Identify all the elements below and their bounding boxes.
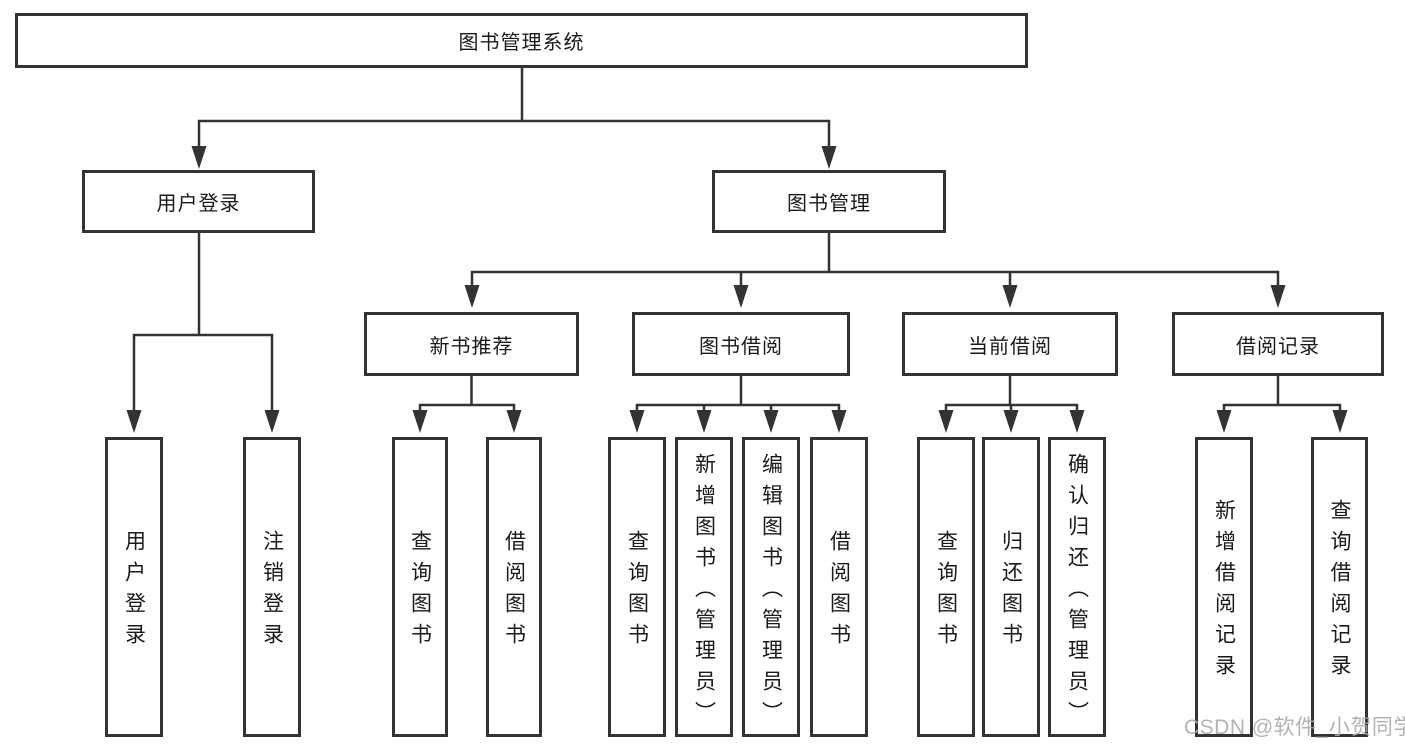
leaf-query-books-current: 查询图书: [917, 437, 975, 737]
leaf-add-books-admin: 新增图书（管理员）: [675, 437, 733, 737]
leaf-confirm-return-admin: 确认归还（管理员）: [1048, 437, 1106, 737]
node-book-borrowing: 图书借阅: [632, 312, 850, 376]
leaf-query-books-borrowing: 查询图书: [608, 437, 666, 737]
leaf-borrow-books: 借阅图书: [810, 437, 868, 737]
node-new-book-recommend: 新书推荐: [364, 312, 579, 376]
leaf-edit-books-admin: 编辑图书（管理员）: [742, 437, 800, 737]
leaf-add-borrow-record: 新增借阅记录: [1195, 437, 1253, 737]
leaf-query-borrow-record: 查询借阅记录: [1311, 437, 1368, 737]
node-user-login-branch: 用户登录: [82, 170, 315, 233]
node-book-management-branch: 图书管理: [712, 170, 946, 233]
node-borrowing-records: 借阅记录: [1172, 312, 1384, 376]
leaf-user-login: 用户登录: [105, 437, 163, 737]
node-library-management-system: 图书管理系统: [15, 13, 1028, 68]
leaf-query-books-recommend: 查询图书: [392, 437, 448, 737]
arrowheads: [126, 146, 1348, 433]
leaf-logout: 注销登录: [243, 437, 301, 737]
csdn-watermark: CSDN @软件_小贺同学: [1184, 716, 1405, 739]
leaf-borrow-books-recommend: 借阅图书: [486, 437, 542, 737]
leaf-return-books: 归还图书: [982, 437, 1040, 737]
connector-strokes: [132, 66, 1342, 413]
node-current-borrowing: 当前借阅: [902, 312, 1118, 376]
